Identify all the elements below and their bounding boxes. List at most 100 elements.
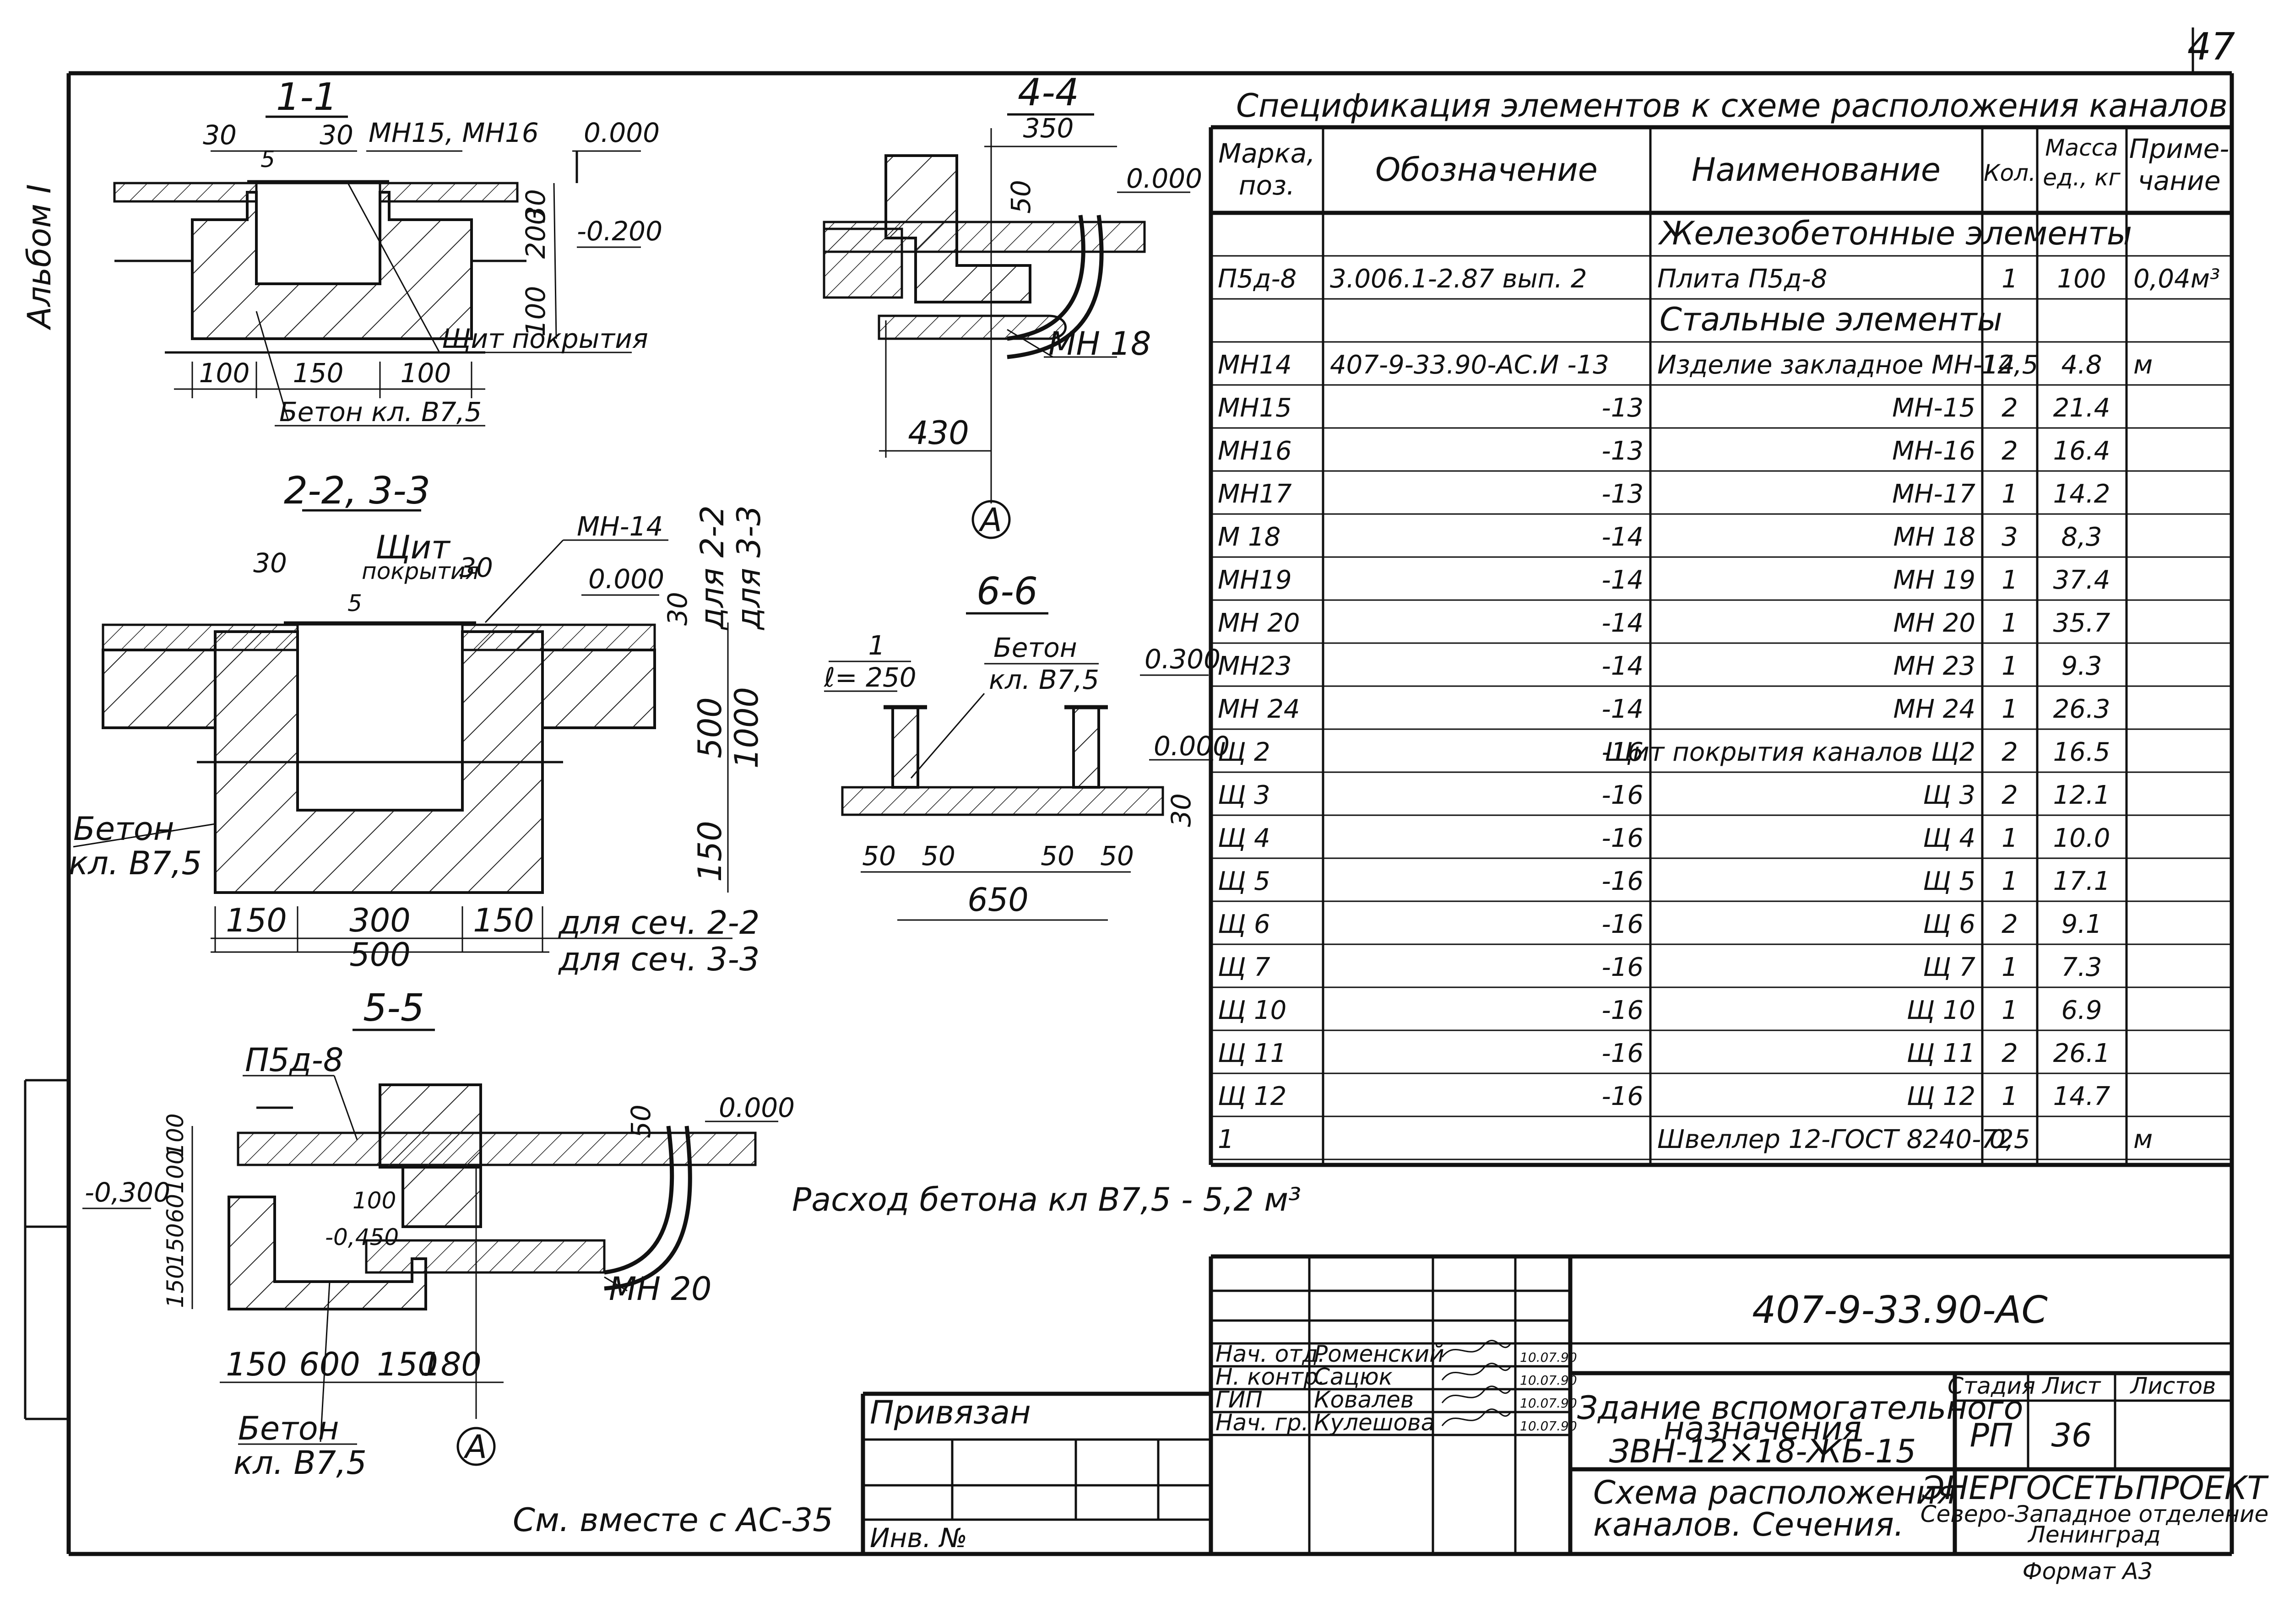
spec-cell-name: Щ 4 xyxy=(1923,823,1975,853)
person-role: Нач. гр. xyxy=(1215,1409,1308,1436)
s66-dim-b4: 50 xyxy=(1100,840,1134,872)
s22-dim-top-3: 5 xyxy=(347,590,362,617)
s22-dim-1000: 1000 xyxy=(728,687,765,769)
s55-level-m450: -0,450 xyxy=(325,1224,399,1250)
spec-header-mark-1: Марка, xyxy=(1218,138,1315,169)
spec-cell-name: МН-16 xyxy=(1892,436,1975,466)
spec-cell-mass: 8,3 xyxy=(2061,522,2102,552)
s55-concrete-2: кл. В7,5 xyxy=(233,1444,367,1482)
s66-dim-30: 30 xyxy=(1166,793,1197,827)
spec-cell-code: -16 xyxy=(1602,1039,1644,1068)
person-role: Н. контр. xyxy=(1215,1364,1325,1390)
s44-dim-50: 50 xyxy=(1005,180,1036,214)
section-2-2-3-3: 2-2, 3-3 150 300 150 500 для сеч. 2-2 дл… xyxy=(69,469,768,978)
spec-cell-code: -13 xyxy=(1602,479,1644,509)
s22-level-zero: 0.000 xyxy=(588,563,664,595)
spec-cell-name: Плита П5д-8 xyxy=(1657,264,1827,294)
spec-cell-qty: 2 xyxy=(2002,780,2018,810)
spec-cell-mass: 26.3 xyxy=(2053,694,2110,724)
spec-cell-code: 407-9-33.90-АС.И -13 xyxy=(1330,350,1609,380)
spec-cell-mass: 35.7 xyxy=(2053,608,2110,638)
signature-scribble xyxy=(1441,1363,1512,1380)
spec-cell-name: МН-15 xyxy=(1892,393,1975,423)
spec-header-note-1: Приме- xyxy=(2129,133,2230,164)
spec-cell-mass: 17.1 xyxy=(2053,866,2110,896)
s11-concrete: Бетон кл. В7,5 xyxy=(279,396,482,428)
spec-cell-name: МН-17 xyxy=(1892,479,1975,509)
spec-cell-code: -13 xyxy=(1602,436,1644,466)
s55-dim-left-3: 60 xyxy=(162,1194,189,1223)
s22-shield-label: Щит xyxy=(375,529,451,566)
s55-dim-bottom-1: 150 xyxy=(226,1346,287,1383)
s22-dim-top-1: 30 xyxy=(253,547,287,579)
spec-cell-mark: Щ 5 xyxy=(1218,866,1270,896)
spec-cell-name: МН 19 xyxy=(1893,565,1975,595)
spec-cell-code: -16 xyxy=(1602,737,1644,767)
spec-title: Спецификация элементов к схеме расположе… xyxy=(1236,87,2228,125)
s44-axis: А xyxy=(978,501,1002,539)
building-2: назначения xyxy=(1664,1410,1861,1447)
s66-dim-650: 650 xyxy=(967,881,1029,919)
stage-label: Стадия xyxy=(1948,1373,2035,1399)
s22-note-33: для сеч. 3-3 xyxy=(558,941,759,978)
spec-cell-note: 0,04м³ xyxy=(2133,264,2220,294)
signature-scribble xyxy=(1441,1386,1512,1403)
s11-dim-right-1: 30 xyxy=(520,189,551,223)
s66-concrete-2: кл. В7,5 xyxy=(989,664,1099,695)
section-4-4: 4-4 350 50 0.000 МН 18 430 А xyxy=(823,71,1202,539)
spec-cell-code: -16 xyxy=(1602,996,1644,1025)
person-name: Ковалев xyxy=(1314,1386,1414,1413)
s66-level-zero: 0.000 xyxy=(1154,731,1230,762)
spec-cell-mark: Щ 3 xyxy=(1218,780,1270,810)
s11-marks: МН15, МН16 xyxy=(369,117,539,148)
s55-dim-left-1: 100 xyxy=(162,1113,189,1157)
spec-cell-mass: 16.4 xyxy=(2053,436,2110,466)
sheets-label: Листов xyxy=(2130,1373,2216,1399)
org-2: Северо-Западное отделение xyxy=(1920,1501,2269,1527)
s22-dim-500: 500 xyxy=(691,697,729,758)
s44-level-zero: 0.000 xyxy=(1126,163,1202,194)
signature-scribble xyxy=(1441,1340,1512,1358)
spec-cell-mass: 9.1 xyxy=(2061,909,2102,939)
spec-cell-code: -14 xyxy=(1602,651,1644,681)
spec-cell-note: м xyxy=(2133,1125,2153,1154)
section-5-5: 5-5 П5д-8 50 0.000 -0,300 100 100 60 150… xyxy=(82,986,795,1482)
s22-mark: МН-14 xyxy=(577,511,663,542)
spec-cell-mark: Щ 12 xyxy=(1218,1082,1286,1111)
spec-cell-mark: МН16 xyxy=(1218,436,1292,466)
person-date: 10.07.90 xyxy=(1520,1418,1577,1434)
s66-dim-b3: 50 xyxy=(1041,840,1074,872)
spec-cell-qty: 1 xyxy=(2002,866,2018,896)
sheet-label: Лист xyxy=(2042,1373,2102,1399)
spec-cell-qty: 2 xyxy=(2002,393,2018,423)
s22-dim-500b: 500 xyxy=(349,936,411,974)
spec-cell-mass: 14.7 xyxy=(2053,1082,2110,1111)
person-name: Кулешова xyxy=(1314,1409,1435,1436)
s22-for-22: для 2-2 xyxy=(694,505,731,630)
stage-value: РП xyxy=(1970,1417,2013,1454)
s22-dim-bottom-1: 150 xyxy=(226,902,287,939)
s66-len: ℓ= 250 xyxy=(824,662,917,693)
page-number: 47 xyxy=(2187,25,2235,69)
s66-level-300: 0.300 xyxy=(1145,644,1221,675)
sheet-frame xyxy=(24,27,2234,1556)
spec-header-qty: Кол. xyxy=(1984,160,2036,186)
s11-dim-top-1: 30 xyxy=(203,119,237,151)
s66-dim-b1: 50 xyxy=(862,840,896,872)
spec-cell-qty: 1 xyxy=(2002,565,2018,595)
spec-cell-name: Щ 6 xyxy=(1923,909,1975,939)
spec-cell-qty: 1 xyxy=(2002,1082,2018,1111)
person-role: Нач. отд. xyxy=(1215,1341,1325,1367)
spec-cell-name: МН 24 xyxy=(1893,694,1975,724)
spec-cell-mass: 100 xyxy=(2057,264,2106,294)
spec-cell-qty: 2 xyxy=(2002,436,2018,466)
s22-dim-bottom-3: 150 xyxy=(473,902,534,939)
org-1: ЭНЕРГОСЕТЬПРОЕКТ xyxy=(1922,1469,2269,1507)
s11-dim-bottom-1: 100 xyxy=(199,357,250,389)
s22-dim-bottom-2: 300 xyxy=(349,902,411,939)
spec-cell-name: Швеллер 12-ГОСТ 8240-72 xyxy=(1657,1125,2014,1154)
s55-dim-left-5: 150 xyxy=(162,1264,189,1308)
spec-cell-mark: МН 20 xyxy=(1218,608,1300,638)
s55-level-zero: 0.000 xyxy=(719,1092,795,1123)
